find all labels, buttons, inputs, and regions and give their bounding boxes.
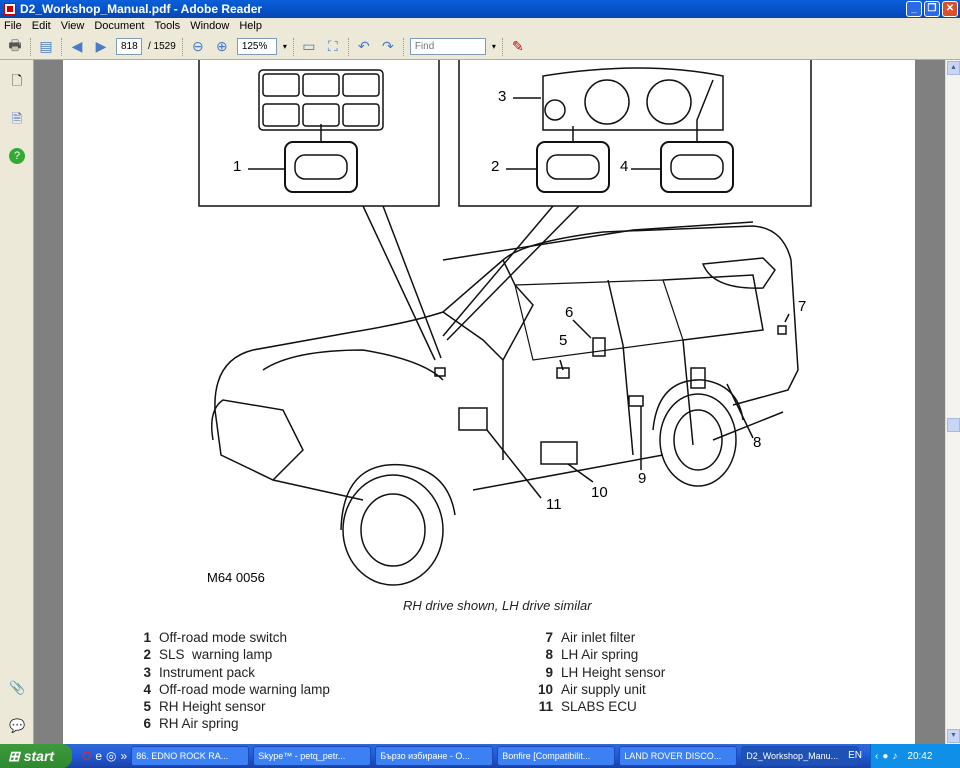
next-page-icon[interactable]: ▶ [95, 38, 107, 54]
app-icon[interactable]: ◎ [106, 749, 117, 763]
callout-5: 5 [559, 332, 568, 349]
separator [501, 37, 503, 56]
page-total: / 1529 [148, 41, 176, 52]
separator [30, 37, 31, 56]
separator [292, 37, 294, 56]
scroll-up-icon[interactable]: ▲ [947, 61, 960, 75]
menu-tools[interactable]: Tools [154, 20, 181, 32]
callout-10: 10 [591, 484, 608, 501]
fit-width-icon[interactable]: ▭ [302, 38, 316, 54]
separator [347, 37, 349, 56]
menu-window[interactable]: Window [190, 20, 230, 32]
windows-logo-icon: ⊞ [8, 747, 20, 764]
fit-page-icon[interactable]: ⛶ [327, 38, 338, 54]
callout-4: 4 [620, 158, 629, 175]
scroll-down-icon[interactable]: ▼ [947, 729, 960, 743]
opera-icon[interactable]: O [82, 749, 92, 763]
volume-icon[interactable]: ♪ [892, 750, 898, 762]
separator [61, 37, 62, 56]
navigation-sidebar: 🗋 🗎 ? 📎 💬 [0, 60, 34, 744]
previous-page-icon[interactable]: ◀ [71, 38, 83, 54]
callout-11: 11 [546, 496, 562, 513]
zoom-out-icon[interactable]: ⊖ [191, 38, 204, 54]
more-icon[interactable]: » [120, 749, 128, 763]
language-indicator[interactable]: EN [848, 750, 862, 761]
task-opera[interactable]: Бързо избиране - O... [375, 746, 494, 766]
network-icon[interactable]: ● [882, 750, 889, 762]
rotate-right-icon[interactable]: ↷ [381, 38, 394, 54]
minimize-button[interactable]: _ [906, 1, 922, 17]
quick-launch: O e ◎ » [82, 749, 127, 763]
figure-id: M64 0056 [207, 570, 265, 585]
menu-file[interactable]: File [4, 20, 22, 32]
start-button[interactable]: ⊞start [0, 744, 72, 768]
email-icon[interactable]: ▤ [39, 38, 53, 54]
vertical-scrollbar[interactable]: ▲ ▼ [945, 60, 960, 744]
zoom-select[interactable]: 125% [236, 38, 277, 55]
print-icon[interactable]: 🖶 [8, 36, 22, 53]
menu-help[interactable]: Help [239, 20, 262, 32]
find-dropdown-icon[interactable]: ▾ [491, 42, 496, 51]
task-winamp[interactable]: 86. EDNO ROCK RA... [131, 746, 250, 766]
attachments-icon[interactable]: 📎 [9, 680, 26, 695]
figure-caption: RH drive shown, LH drive similar [403, 598, 592, 613]
page-number-input[interactable]: 818 [116, 38, 142, 55]
pdf-app-icon [4, 3, 16, 15]
comments-icon[interactable]: 💬 [9, 718, 26, 733]
separator [181, 37, 183, 56]
callout-7: 7 [798, 298, 807, 315]
bookmarks-icon[interactable]: 🗎 [11, 111, 23, 126]
document-area: 1 2 3 4 5 6 7 8 9 10 11 M64 0056 RH driv… [35, 60, 945, 744]
callout-6: 6 [565, 304, 574, 321]
task-skype[interactable]: Skype™ - petq_petr... [253, 746, 372, 766]
callout-8: 8 [753, 434, 762, 451]
clock: 20:42 [907, 750, 933, 762]
task-land-rover-folder[interactable]: LAND ROVER DISCO... [619, 746, 738, 766]
menu-view[interactable]: View [60, 20, 85, 32]
system-tray: ‹ ● ♪ 20:42 [870, 744, 960, 768]
zoom-in-icon[interactable]: ⊕ [215, 38, 228, 54]
scroll-thumb[interactable] [947, 418, 960, 432]
task-bonfire[interactable]: Bonfire [Compatibilit... [497, 746, 616, 766]
ie-icon[interactable]: e [95, 749, 103, 763]
adobe-acrobat-icon[interactable]: ✎ [511, 38, 524, 54]
close-button[interactable]: ✕ [942, 1, 958, 17]
zoom-dropdown-icon[interactable]: ▾ [282, 42, 287, 51]
help-icon[interactable]: ? [9, 148, 25, 164]
menu-edit[interactable]: Edit [31, 20, 51, 32]
tray-expand-icon[interactable]: ‹ [875, 750, 879, 762]
menu-document[interactable]: Document [94, 20, 145, 32]
title-bar: D2_Workshop_Manual.pdf - Adobe Reader _ … [0, 0, 960, 18]
callout-1: 1 [233, 158, 242, 175]
restore-button[interactable]: ❐ [924, 1, 940, 17]
toolbar: 🖶 ▤ ◀ ▶ 818 / 1529 ⊖ ⊕ 125% ▾ ▭ ⛶ ↶ ↷ ▾ … [0, 34, 960, 60]
callout-2: 2 [491, 158, 500, 175]
separator [402, 37, 404, 56]
window-title: D2_Workshop_Manual.pdf - Adobe Reader [20, 2, 263, 16]
callout-3: 3 [498, 88, 507, 105]
taskbar: ⊞start O e ◎ » 86. EDNO ROCK RA... Skype… [0, 744, 960, 768]
callout-9: 9 [638, 470, 647, 487]
menu-bar: File Edit View Document Tools Window Hel… [0, 18, 960, 34]
find-input[interactable] [409, 38, 486, 55]
rotate-left-icon[interactable]: ↶ [357, 38, 370, 54]
pdf-page: 1 2 3 4 5 6 7 8 9 10 11 M64 0056 RH driv… [63, 60, 915, 744]
task-adobe-reader[interactable]: D2_Workshop_Manu... [741, 746, 860, 766]
pages-icon[interactable]: 🗋 [11, 73, 23, 88]
vehicle-diagram [198, 60, 812, 586]
